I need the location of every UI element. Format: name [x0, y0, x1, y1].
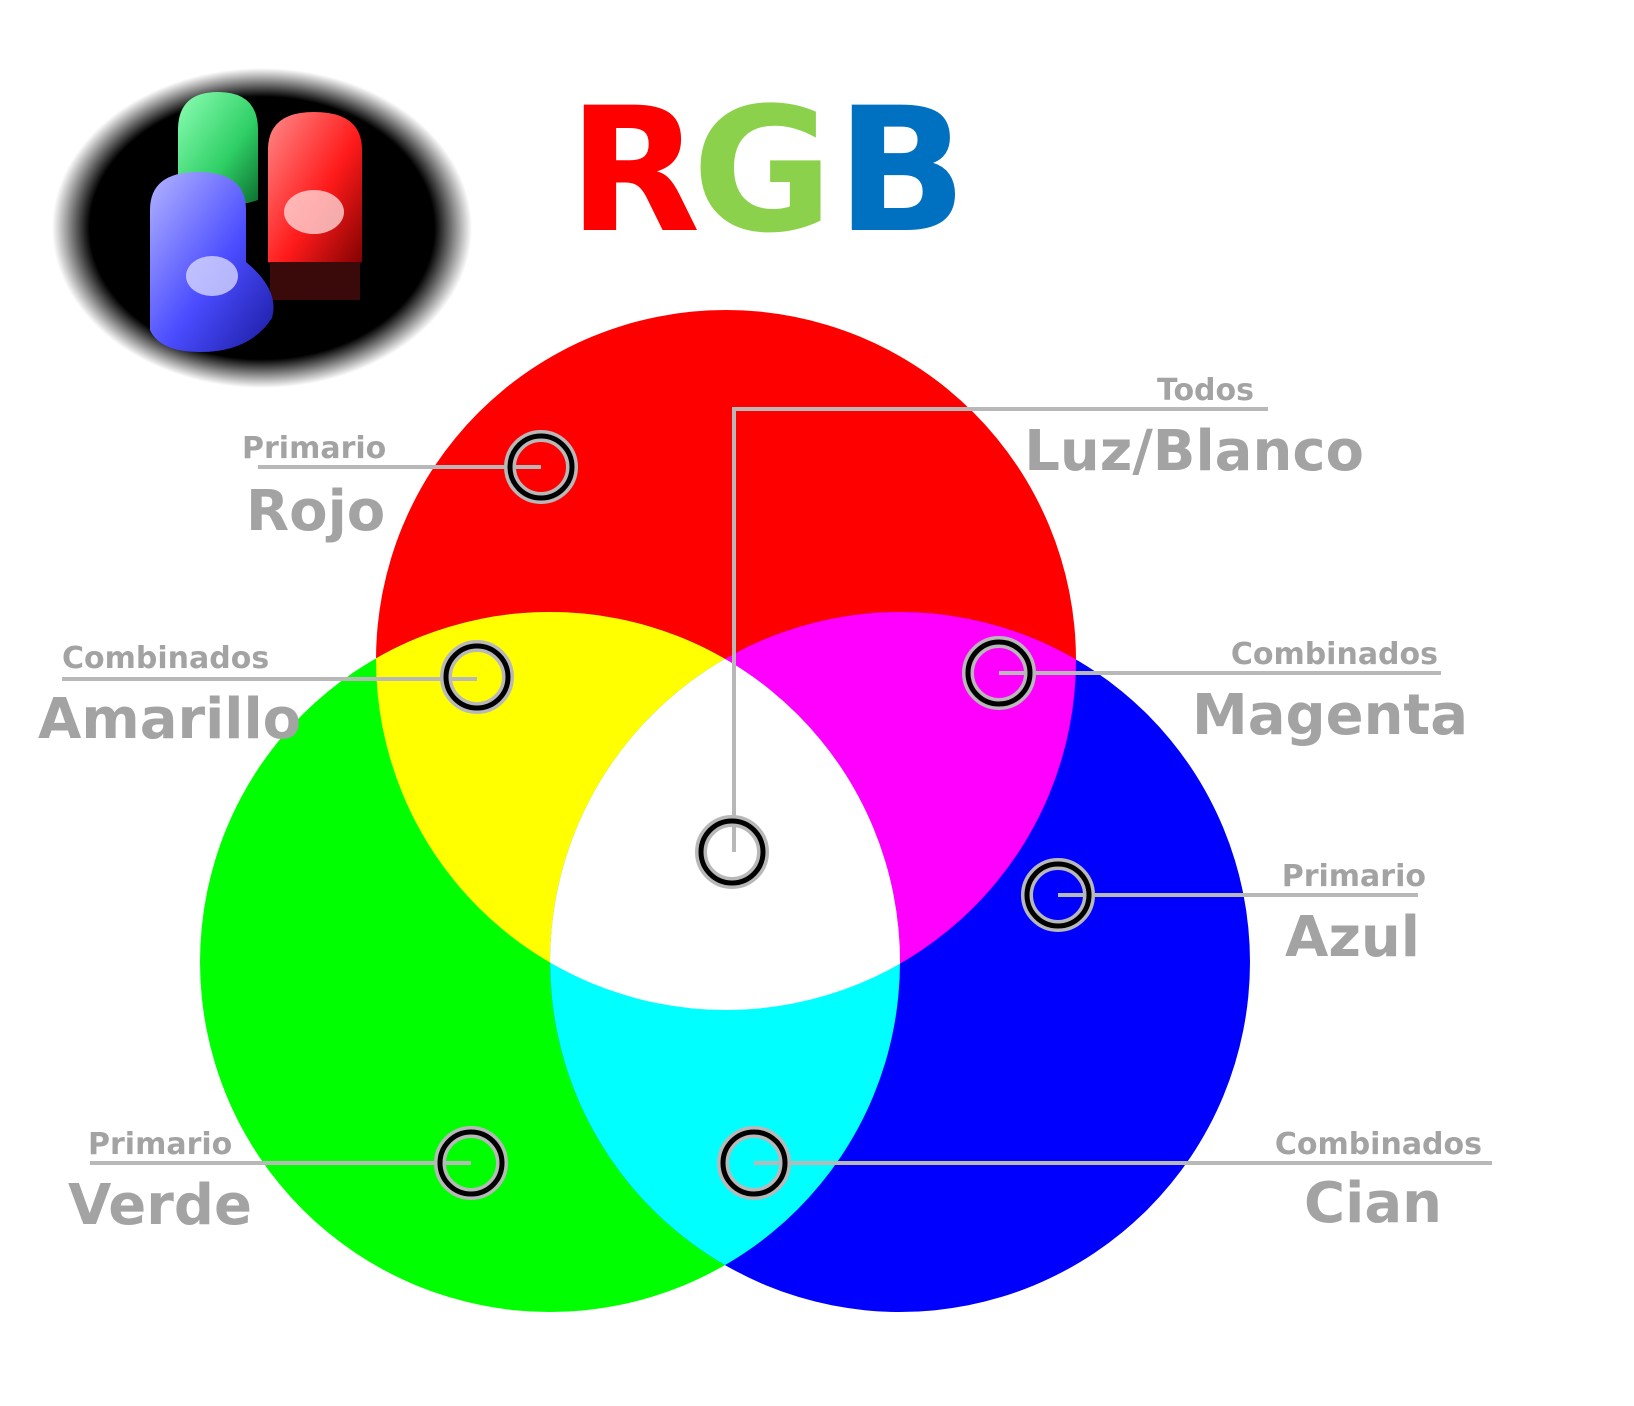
marker-rojo	[504, 430, 578, 504]
label-azul-name: Azul	[1285, 905, 1420, 970]
label-azul-category: Primario	[1282, 859, 1426, 894]
label-cian-name: Cian	[1304, 1171, 1442, 1236]
label-verde-name: Verde	[68, 1173, 252, 1238]
rgb-led-photo	[52, 68, 472, 388]
label-cian-category: Combinados	[1275, 1127, 1482, 1162]
label-rojo-name: Rojo	[246, 479, 385, 544]
marker-cian	[717, 1126, 791, 1200]
title-letter-b: B	[836, 70, 967, 271]
red-led	[268, 112, 362, 300]
title-letter-r: R	[568, 70, 700, 271]
labels: Primario Rojo Todos Luz/Blanco Combinado…	[38, 373, 1482, 1238]
marker-magenta	[962, 636, 1036, 710]
marker-luz	[695, 815, 769, 889]
marker-verde	[434, 1126, 508, 1200]
rgb-title: R G B	[568, 70, 967, 271]
blue-led	[150, 172, 274, 352]
label-magenta-category: Combinados	[1231, 637, 1438, 672]
label-magenta-name: Magenta	[1192, 683, 1468, 748]
white-region	[550, 612, 900, 1010]
leader-lines	[62, 407, 1492, 1165]
color-venn	[200, 310, 1250, 1312]
label-amarillo-category: Combinados	[62, 641, 269, 676]
leader-luz	[732, 407, 1268, 852]
marker-amarillo	[440, 640, 514, 714]
label-luz-category: Todos	[1157, 373, 1254, 408]
label-amarillo-name: Amarillo	[38, 687, 301, 752]
title-letter-g: G	[692, 70, 833, 271]
markers	[434, 430, 1095, 1200]
label-rojo-category: Primario	[242, 431, 386, 466]
marker-azul	[1021, 858, 1095, 932]
label-luz-name: Luz/Blanco	[1024, 419, 1364, 484]
label-verde-category: Primario	[88, 1127, 232, 1162]
